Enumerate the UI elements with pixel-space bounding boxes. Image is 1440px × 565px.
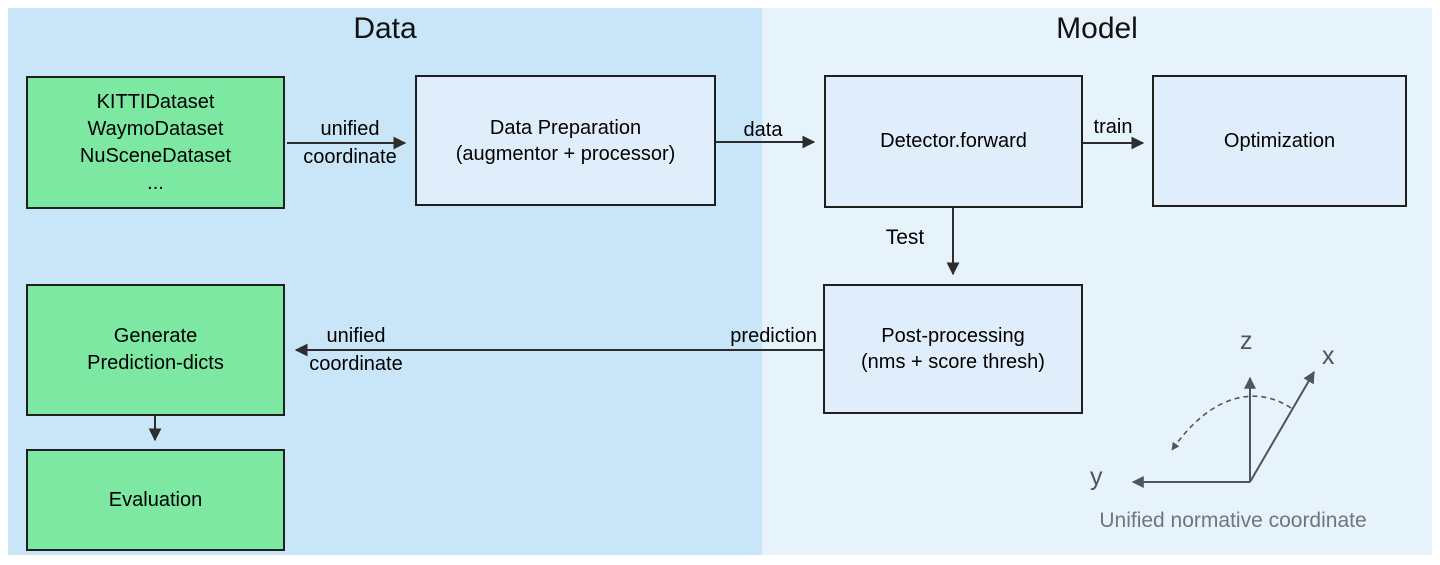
evaluation-box: Evaluation <box>26 449 285 551</box>
unified-coordinate-label-bottom: unified coordinate <box>294 325 418 376</box>
data-preparation-line: Data Preparation <box>489 116 642 139</box>
axes-caption: Unified normative coordinate <box>1099 509 1367 532</box>
post-processing-line: (nms + score thresh) <box>861 351 1045 373</box>
optimization-label: Optimization <box>1223 129 1336 152</box>
unified-coordinate-bottom-line: coordinate <box>309 353 403 375</box>
train-edge-label: train <box>1093 116 1133 138</box>
model-panel-title: Model <box>1056 12 1138 45</box>
data-panel-title: Data <box>353 12 417 45</box>
post-processing-box: Post-processing (nms + score thresh) <box>823 284 1083 414</box>
datasets-box-line: ... <box>147 171 164 194</box>
detector-forward-box: Detector.forward <box>824 75 1083 208</box>
test-edge-label: Test <box>885 226 925 249</box>
unified-coordinate-label-top: unified coordinate <box>287 118 413 169</box>
datasets-box-line: WaymoDataset <box>87 117 224 140</box>
unified-coordinate-top-line: coordinate <box>303 146 397 168</box>
z-axis-label: z <box>1240 327 1253 355</box>
datasets-box-line: NuSceneDataset <box>79 144 232 167</box>
evaluation-label: Evaluation <box>108 488 203 511</box>
x-axis-label: x <box>1322 342 1335 370</box>
datasets-box-line: KITTIDataset <box>96 90 215 113</box>
y-axis-label: y <box>1090 463 1103 491</box>
data-preparation-line: (augmentor + processor) <box>455 142 676 165</box>
generate-line: Generate <box>113 325 198 347</box>
unified-coordinate-bottom-line: unified <box>326 325 386 347</box>
optimization-box: Optimization <box>1152 75 1407 207</box>
unified-coordinate-top-line: unified <box>320 118 380 140</box>
prediction-edge-label: prediction <box>730 325 817 347</box>
data-preparation-box: Data Preparation (augmentor + processor) <box>415 75 716 206</box>
post-processing-line: Post-processing <box>881 325 1025 347</box>
data-edge-label: data <box>743 119 783 141</box>
generate-line: Prediction-dicts <box>87 352 224 374</box>
generate-prediction-dicts-box: Generate Prediction-dicts <box>26 284 285 416</box>
datasets-box: KITTIDataset WaymoDataset NuSceneDataset… <box>26 76 285 209</box>
detector-forward-label: Detector.forward <box>880 130 1027 152</box>
